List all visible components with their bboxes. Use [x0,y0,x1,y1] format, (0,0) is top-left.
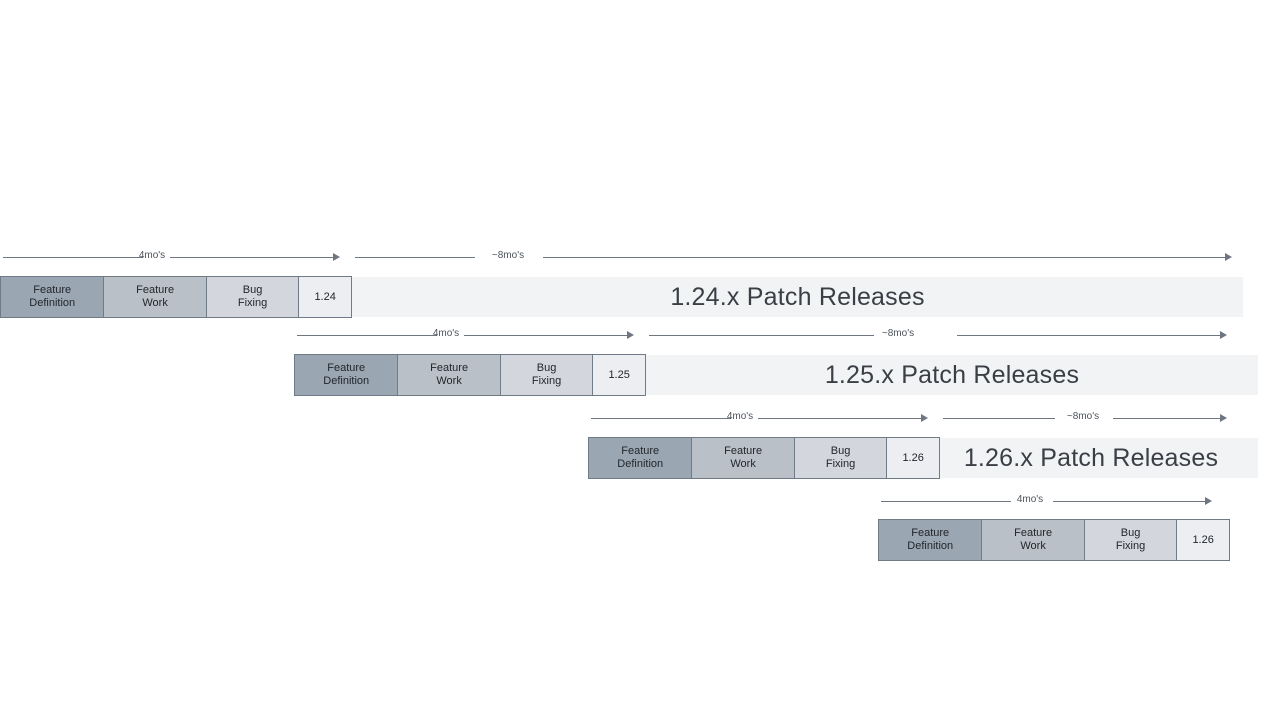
phase-label-line2: Work [436,375,462,387]
patch-arrow-segment-right [1113,418,1220,419]
phase-label-line2: Fixing [1115,540,1146,552]
phase-feature-work: Feature Work [104,277,207,317]
dev-arrow-segment-right [170,257,333,258]
version-label: 1.26 [1192,533,1214,546]
phase-label-line2: Definition [617,458,664,470]
timeline-arrows-row-1: 4mo's ~8mo's [0,248,1240,268]
phase-strip-4: Feature Definition Feature Work Bug Fixi… [878,519,1230,561]
phase-label-line1: Feature [327,362,366,374]
phase-feature-definition: Feature Definition [1,277,105,317]
phase-feature-work: Feature Work [982,520,1085,560]
phase-label-line1: Bug [1120,527,1141,539]
timeline-arrows-row-3: 4mo's ~8mo's [588,409,1238,429]
patch-duration-label: ~8mo's [1066,411,1100,422]
phase-version-box: 1.24 [299,277,351,317]
dev-duration-label: 4mo's [1016,494,1044,505]
phase-label-line1: Bug [536,362,557,374]
phase-label-line2: Fixing [531,375,562,387]
timeline-arrows-row-4: 4mo's [878,492,1228,512]
dev-duration-label: 4mo's [726,411,754,422]
phase-label-line1: Bug [830,445,851,457]
phase-label-line1: Feature [911,527,950,539]
patch-arrow-segment-left [649,335,874,336]
phase-label-line2: Fixing [825,458,856,470]
patch-release-label: 1.26.x Patch Releases [963,443,1219,472]
phase-label-line2: Work [1020,540,1046,552]
phase-label-line2: Work [142,297,168,309]
phase-label-line2: Definition [907,540,954,552]
patch-arrow-segment-left [943,418,1055,419]
patch-release-label: 1.25.x Patch Releases [824,360,1080,389]
dev-arrow-head [333,253,340,261]
phase-bug-fixing: Bug Fixing [206,277,300,317]
phase-strip-1: Feature Definition Feature Work Bug Fixi… [0,276,352,318]
phase-bug-fixing: Bug Fixing [500,355,594,395]
dev-duration-label: 4mo's [138,250,166,261]
phase-label-line1: Feature [1014,527,1053,539]
dev-arrow-segment-left [881,501,1011,502]
phase-version-box: 1.25 [593,355,645,395]
dev-arrow-segment-right [464,335,627,336]
phase-label-line2: Work [730,458,756,470]
patch-arrow-head [1220,414,1227,422]
phase-version-box: 1.26 [887,438,939,478]
phase-bug-fixing: Bug Fixing [1084,520,1178,560]
dev-arrow-head [627,331,634,339]
dev-arrow-segment-left [591,418,731,419]
dev-arrow-segment-right [758,418,921,419]
phase-strip-3: Feature Definition Feature Work Bug Fixi… [588,437,940,479]
phase-label-line1: Bug [242,284,263,296]
phase-version-box: 1.26 [1177,520,1229,560]
patch-release-label: 1.24.x Patch Releases [670,282,925,311]
patch-arrow-segment-right [543,257,1225,258]
patch-arrow-segment-left [355,257,475,258]
dev-arrow-head [1205,497,1212,505]
phase-label-line2: Fixing [237,297,268,309]
dev-arrow-segment-left [297,335,437,336]
phase-label-line1: Feature [33,284,72,296]
version-label: 1.25 [608,368,630,381]
phase-feature-work: Feature Work [398,355,501,395]
phase-feature-definition: Feature Definition [295,355,399,395]
phase-label-line1: Feature [430,362,469,374]
phase-feature-definition: Feature Definition [589,438,693,478]
phase-label-line2: Definition [29,297,76,309]
phase-strip-2: Feature Definition Feature Work Bug Fixi… [294,354,646,396]
version-label: 1.24 [314,290,336,303]
timeline-arrows-row-2: 4mo's ~8mo's [294,326,1234,346]
phase-label-line1: Feature [136,284,175,296]
patch-release-bar-1: 1.24.x Patch Releases [352,277,1243,317]
dev-arrow-segment-left [3,257,143,258]
phase-feature-definition: Feature Definition [879,520,983,560]
phase-label-line1: Feature [724,445,763,457]
patch-arrow-head [1225,253,1232,261]
patch-release-bar-3: 1.26.x Patch Releases [940,438,1258,478]
dev-arrow-head [921,414,928,422]
dev-arrow-segment-right [1053,501,1205,502]
phase-bug-fixing: Bug Fixing [794,438,888,478]
patch-release-bar-2: 1.25.x Patch Releases [646,355,1258,395]
version-label: 1.26 [902,451,924,464]
patch-arrow-head [1220,331,1227,339]
dev-duration-label: 4mo's [432,328,460,339]
patch-arrow-segment-right [957,335,1220,336]
phase-feature-work: Feature Work [692,438,795,478]
patch-duration-label: ~8mo's [491,250,525,261]
patch-duration-label: ~8mo's [881,328,915,339]
phase-label-line2: Definition [323,375,370,387]
phase-label-line1: Feature [621,445,660,457]
